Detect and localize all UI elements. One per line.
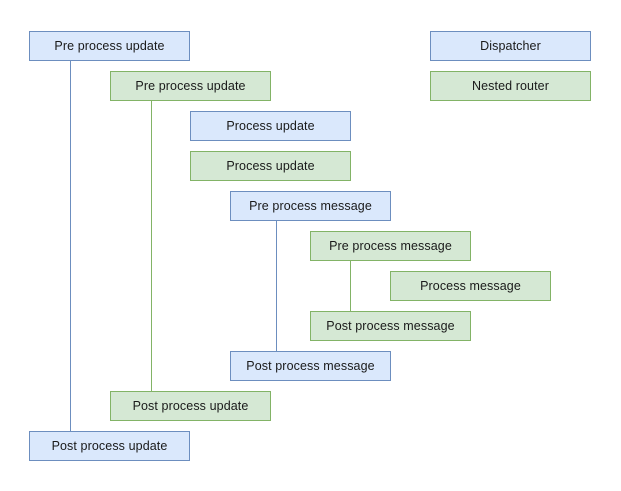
connector-router-message-spine (350, 261, 351, 311)
flow-node[interactable]: Pre process update (29, 31, 190, 61)
flow-node[interactable]: Post process message (230, 351, 391, 381)
flow-node[interactable]: Process update (190, 151, 351, 181)
flow-node[interactable]: Post process update (110, 391, 271, 421)
flow-node[interactable]: Pre process message (230, 191, 391, 221)
flow-node[interactable]: Process message (390, 271, 551, 301)
flow-node[interactable]: Post process message (310, 311, 471, 341)
legend-item-green[interactable]: Nested router (430, 71, 591, 101)
legend-item-blue[interactable]: Dispatcher (430, 31, 591, 61)
connector-dispatcher-update-spine (70, 61, 71, 431)
flow-node[interactable]: Process update (190, 111, 351, 141)
connector-dispatcher-message-spine (276, 221, 277, 351)
flow-node[interactable]: Pre process message (310, 231, 471, 261)
flow-node[interactable]: Pre process update (110, 71, 271, 101)
flow-node[interactable]: Post process update (29, 431, 190, 461)
connector-router-update-spine (151, 101, 152, 391)
